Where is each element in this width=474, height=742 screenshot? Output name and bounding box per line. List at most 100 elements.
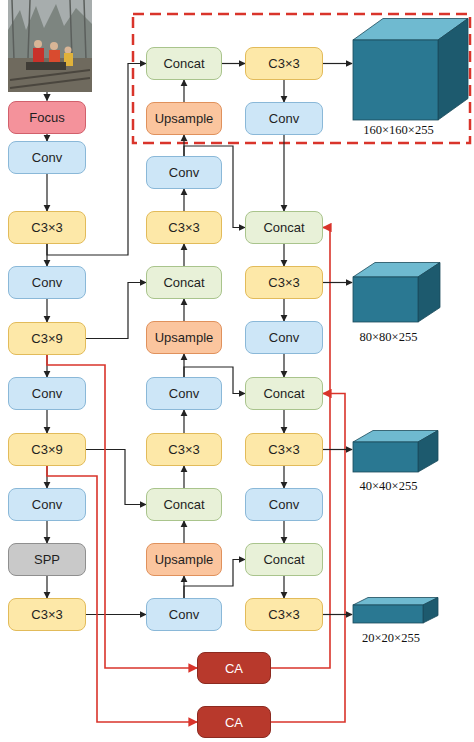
box-label: Upsample bbox=[155, 111, 214, 126]
conv-box: Conv bbox=[8, 377, 86, 410]
cube-side-face bbox=[423, 598, 438, 624]
connector-arrow bbox=[183, 80, 184, 102]
connector-arrow bbox=[222, 63, 245, 64]
c3-box: C3×3 bbox=[245, 266, 323, 299]
photo-person bbox=[65, 47, 72, 54]
output-tensor: 40×40×255 bbox=[352, 430, 440, 494]
connector-arrow bbox=[323, 449, 352, 450]
connector-arrow bbox=[283, 244, 284, 266]
box-label: Concat bbox=[263, 386, 304, 401]
box-label: CA bbox=[225, 715, 243, 730]
c3-box: C3×3 bbox=[146, 211, 222, 244]
connector-arrow bbox=[46, 174, 47, 211]
c3-box: C3×9 bbox=[8, 433, 86, 466]
connector-arrow bbox=[183, 244, 184, 266]
conv-box: Conv bbox=[245, 102, 323, 135]
c3-box: C3×9 bbox=[8, 322, 86, 355]
box-label: Focus bbox=[29, 110, 64, 125]
concat-box: Concat bbox=[146, 488, 222, 521]
output-tensor: 20×20×255 bbox=[352, 597, 440, 646]
c3-box: C3×3 bbox=[245, 433, 323, 466]
photo-person bbox=[50, 42, 58, 50]
concat-box: Concat bbox=[245, 211, 323, 244]
spp-box: SPP bbox=[8, 543, 86, 576]
box-label: C3×3 bbox=[268, 607, 299, 622]
box-label: C3×3 bbox=[168, 442, 199, 457]
photo-sky bbox=[8, 0, 92, 92]
c3-box: C3×3 bbox=[146, 433, 222, 466]
photo-rails bbox=[10, 70, 90, 88]
connector-arrow bbox=[46, 576, 47, 598]
box-label: Conv bbox=[32, 497, 62, 512]
upsample-box: Upsample bbox=[146, 543, 222, 576]
conv-box: Conv bbox=[8, 488, 86, 521]
conv-box: Conv bbox=[146, 598, 222, 631]
conv-box: Conv bbox=[8, 141, 86, 174]
connector-arrow bbox=[283, 299, 284, 321]
box-label: Conv bbox=[269, 497, 299, 512]
cube-side-face bbox=[418, 263, 440, 323]
box-label: C3×3 bbox=[31, 220, 62, 235]
connector-arrow bbox=[283, 576, 284, 598]
box-label: C3×3 bbox=[268, 56, 299, 71]
c3-box: C3×3 bbox=[245, 598, 323, 631]
box-label: Concat bbox=[163, 56, 204, 71]
concat-box: Concat bbox=[245, 543, 323, 576]
connector-arrow bbox=[283, 521, 284, 543]
box-label: C3×3 bbox=[268, 275, 299, 290]
cube-side-face bbox=[438, 19, 468, 121]
conv-box: Conv bbox=[146, 156, 222, 189]
box-label: Upsample bbox=[155, 330, 214, 345]
connector-arrow bbox=[283, 354, 284, 377]
dimension-label: 80×80×255 bbox=[352, 329, 425, 345]
conv-box: Conv bbox=[245, 488, 323, 521]
box-label: CA bbox=[225, 661, 243, 676]
c3-box: C3×3 bbox=[8, 598, 86, 631]
box-label: SPP bbox=[34, 552, 60, 567]
box-label: Concat bbox=[163, 497, 204, 512]
box-label: Conv bbox=[269, 330, 299, 345]
box-label: Concat bbox=[263, 220, 304, 235]
box-label: Upsample bbox=[155, 552, 214, 567]
box-label: Conv bbox=[32, 275, 62, 290]
connector-arrow bbox=[283, 410, 284, 433]
photo-person bbox=[34, 40, 42, 48]
cube-front-face bbox=[353, 40, 438, 120]
c3-box: C3×3 bbox=[8, 211, 86, 244]
connector-arrow bbox=[183, 189, 184, 211]
box-label: Concat bbox=[163, 275, 204, 290]
output-tensor: 160×160×255 bbox=[352, 18, 472, 138]
connector-arrow bbox=[283, 135, 284, 211]
connector-arrow bbox=[86, 450, 146, 505]
dimension-label: 160×160×255 bbox=[352, 122, 445, 138]
connector-arrow bbox=[183, 521, 184, 543]
photo-person bbox=[33, 48, 44, 64]
connector-arrow bbox=[183, 466, 184, 488]
connector-arrow bbox=[183, 410, 184, 433]
box-label: Conv bbox=[169, 386, 199, 401]
cube-side-face bbox=[418, 431, 438, 473]
photo-ground bbox=[8, 58, 92, 92]
conv-box: Conv bbox=[146, 377, 222, 410]
box-label: C3×3 bbox=[268, 442, 299, 457]
conv-box: Conv bbox=[8, 266, 86, 299]
connector-arrow bbox=[46, 134, 47, 141]
connector-arrow bbox=[283, 466, 284, 488]
box-label: Conv bbox=[32, 150, 62, 165]
concat-box: Concat bbox=[146, 47, 222, 80]
cube-front-face bbox=[353, 277, 418, 322]
highlight-dashed-frame bbox=[133, 14, 470, 143]
connector-arrow bbox=[283, 80, 284, 102]
connector-arrow bbox=[86, 614, 146, 615]
concat-box: Concat bbox=[146, 266, 222, 299]
box-label: Conv bbox=[269, 111, 299, 126]
dimension-label: 40×40×255 bbox=[352, 478, 425, 494]
attention-box: CA bbox=[197, 652, 271, 684]
box-label: Conv bbox=[32, 386, 62, 401]
output-tensor: 80×80×255 bbox=[352, 262, 442, 345]
conv-box: Conv bbox=[245, 321, 323, 354]
upsample-box: Upsample bbox=[146, 102, 222, 135]
box-label: Conv bbox=[169, 607, 199, 622]
